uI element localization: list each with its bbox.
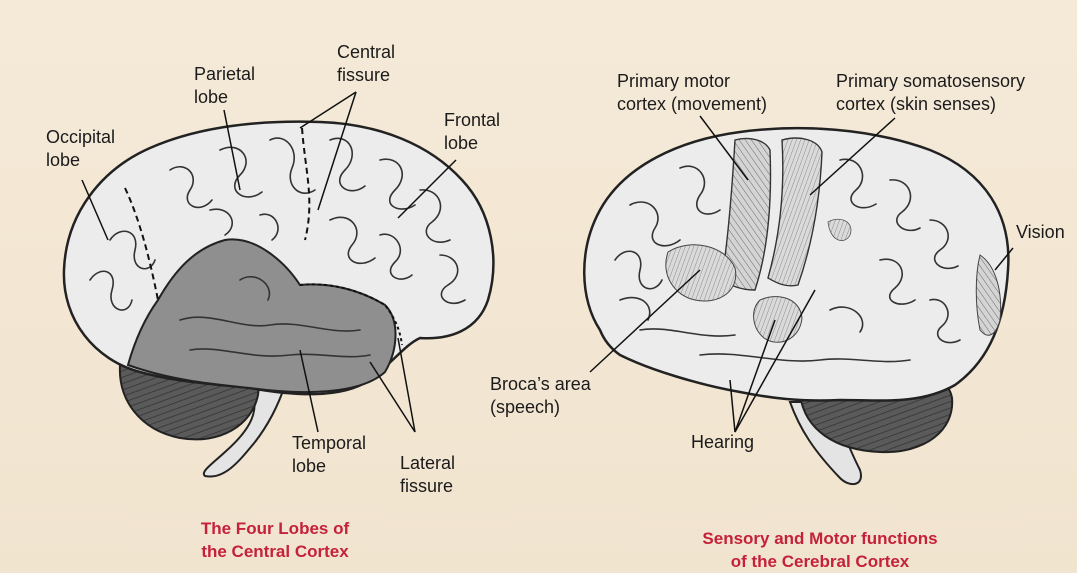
hearing-label: Hearing: [691, 431, 754, 454]
hearing-area-region: [754, 297, 802, 343]
primary-somatosensory-cortex-label: Primary somatosensory cortex (skin sense…: [836, 70, 1025, 116]
frontal-lobe-label: Frontal lobe: [444, 109, 500, 155]
central-fissure-label: Central fissure: [337, 41, 395, 87]
left-caption: The Four Lobes of the Central Cortex: [160, 517, 390, 563]
occipital-lobe-label: Occipital lobe: [46, 126, 115, 172]
lateral-fissure-label: Lateral fissure: [400, 452, 455, 498]
parietal-lobe-label: Parietal lobe: [194, 63, 255, 109]
temporal-lobe-label: Temporal lobe: [292, 432, 366, 478]
right-caption: Sensory and Motor functions of the Cereb…: [650, 527, 990, 573]
right-brain: [584, 116, 1013, 484]
primary-motor-cortex-label: Primary motor cortex (movement): [617, 70, 767, 116]
vision-label: Vision: [1016, 221, 1065, 244]
left-brain: [64, 92, 493, 477]
broca-area-label: Broca’s area (speech): [490, 373, 591, 419]
